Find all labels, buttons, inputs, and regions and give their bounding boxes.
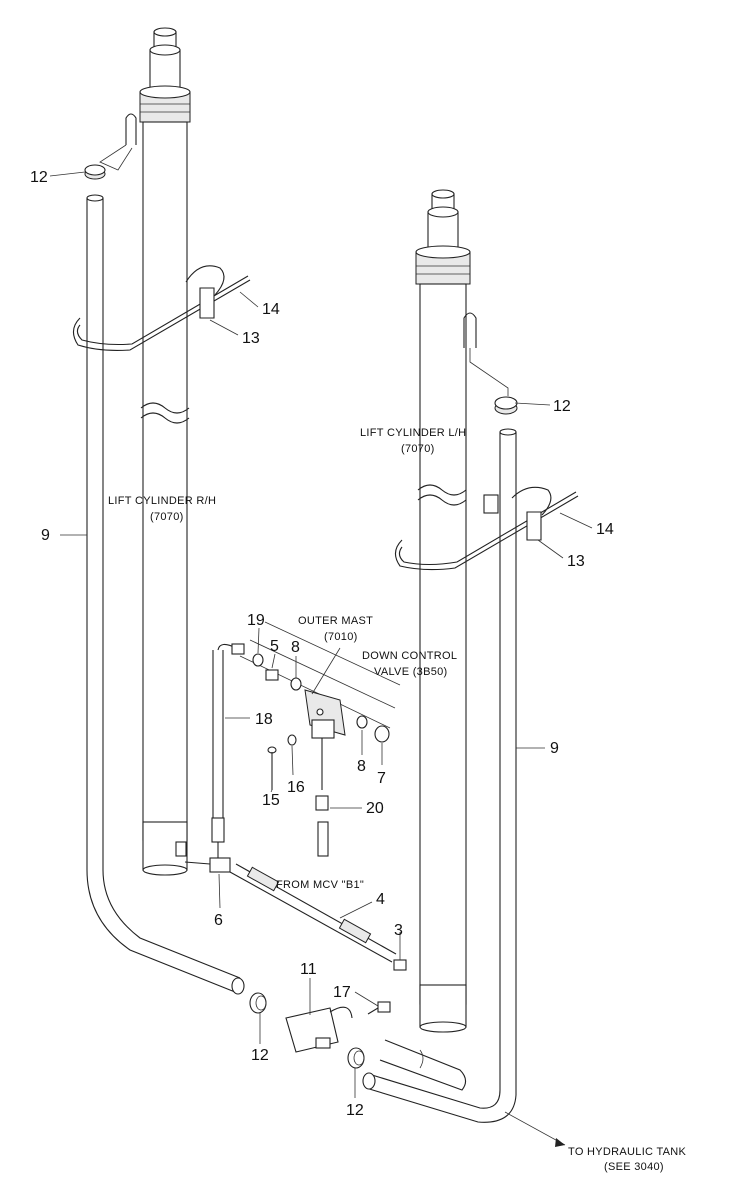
callout-19: 19	[247, 612, 265, 629]
callout-6: 6	[214, 912, 223, 929]
fitting-19	[252, 653, 264, 667]
callout-12-top-right: 12	[553, 398, 571, 415]
clamp-12-bottom-left	[249, 992, 267, 1014]
bracket-right	[394, 486, 579, 571]
callout-18: 18	[255, 711, 273, 728]
label-to-hydraulic-tank-ref: (SEE 3040)	[604, 1161, 664, 1173]
clamp-12-top-left	[84, 164, 106, 180]
callout-14-right: 14	[596, 521, 614, 538]
label-down-control-valve: DOWN CONTROL	[362, 650, 457, 662]
text-labels: LIFT CYLINDER L/H (7070) LIFT CYLINDER R…	[108, 427, 687, 1173]
label-lift-cylinder-rh: LIFT CYLINDER R/H	[108, 495, 216, 507]
label-outer-mast: OUTER MAST	[298, 615, 373, 627]
callout-15: 15	[262, 792, 280, 809]
callout-12-top-left: 12	[30, 169, 48, 186]
callout-7: 7	[377, 770, 386, 787]
callout-12-bottom-left: 12	[251, 1047, 269, 1064]
leader-lines	[49, 171, 593, 1147]
fitting-5	[265, 669, 279, 681]
callout-4: 4	[376, 891, 385, 908]
callout-8-top: 8	[291, 639, 300, 656]
bolt-15	[267, 746, 277, 790]
callout-9-left: 9	[41, 527, 50, 544]
callout-20: 20	[366, 800, 384, 817]
down-control-valve	[304, 689, 346, 790]
callout-13-right: 13	[567, 553, 585, 570]
washer-16	[287, 734, 297, 746]
clamp-12-top-right	[494, 396, 518, 415]
label-outer-mast-ref: (7010)	[324, 631, 358, 643]
callout-9-right: 9	[550, 740, 559, 757]
lift-cylinder-rh	[99, 27, 191, 876]
manifold-11	[285, 1006, 353, 1053]
callout-17: 17	[333, 984, 351, 1001]
label-lift-cylinder-rh-ref: (7070)	[150, 511, 184, 523]
callout-numbers: 12 12 14 13 14 13 9 9 19 5 8 8 18 16 15 …	[30, 169, 614, 1119]
callout-8-bottom: 8	[357, 758, 366, 775]
hose-9-left	[86, 194, 245, 995]
hose-4	[229, 863, 397, 963]
label-lift-cylinder-lh: LIFT CYLINDER L/H	[360, 427, 466, 439]
oring-8-top	[290, 677, 302, 691]
outer-mast	[239, 621, 401, 729]
callout-14-left: 14	[262, 301, 280, 318]
fitting-20	[315, 795, 329, 857]
label-down-control-valve-ref: VALVE (3B50)	[374, 666, 448, 678]
label-to-hydraulic-tank: TO HYDRAULIC TANK	[568, 1146, 687, 1158]
hose-18	[211, 643, 245, 843]
hose-9-right	[362, 428, 517, 1123]
fitting-17	[367, 1001, 391, 1015]
label-from-mcv: FROM MCV "B1"	[276, 879, 364, 891]
tee-6	[184, 842, 231, 873]
callout-13-left: 13	[242, 330, 260, 347]
plug-7	[374, 725, 390, 743]
callout-12-bottom-right: 12	[346, 1102, 364, 1119]
bracket-left	[72, 265, 251, 351]
clamp-12-bottom-right	[347, 1047, 365, 1069]
label-lift-cylinder-lh-ref: (7070)	[401, 443, 435, 455]
callout-16: 16	[287, 779, 305, 796]
fitting-3	[393, 959, 407, 971]
callout-5: 5	[270, 638, 279, 655]
lift-cylinder-lh	[415, 189, 509, 1033]
oring-8-bottom	[356, 715, 368, 729]
callout-3: 3	[394, 922, 403, 939]
callout-11: 11	[300, 961, 317, 978]
